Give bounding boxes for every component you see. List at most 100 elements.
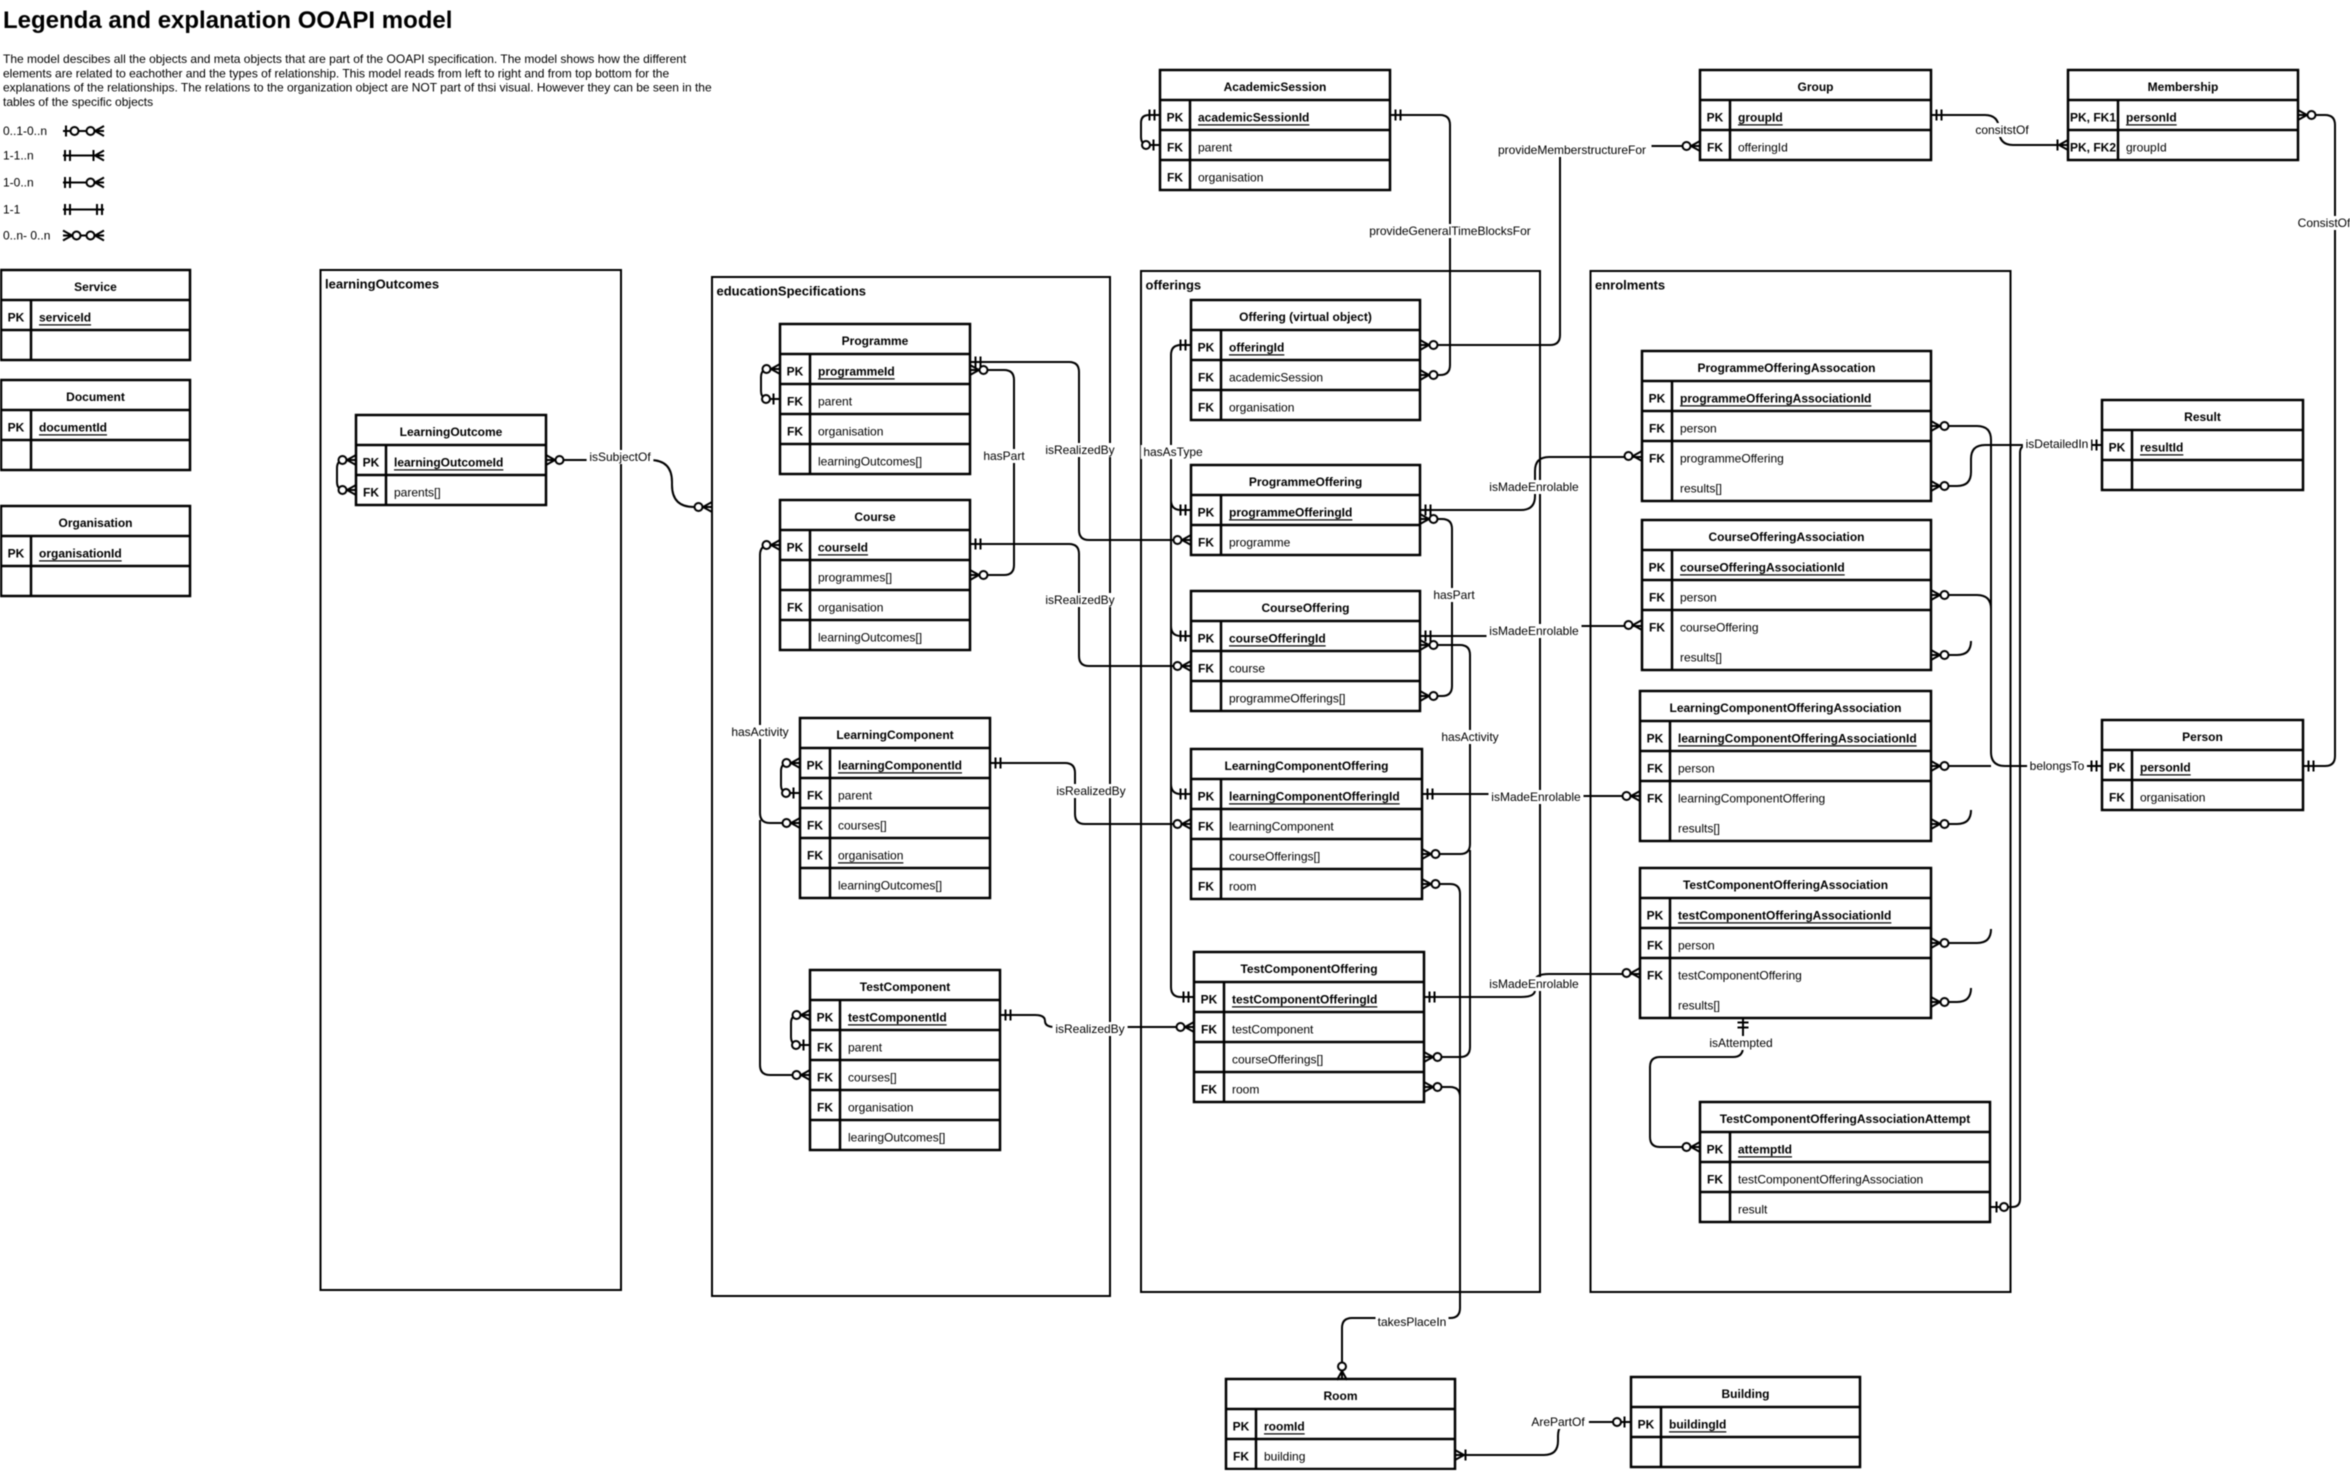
svg-text:PK: PK xyxy=(1647,908,1664,922)
svg-text:Course: Course xyxy=(854,510,896,524)
svg-text:offeringId: offeringId xyxy=(1738,140,1788,154)
svg-text:takesPlaceIn: takesPlaceIn xyxy=(1378,1315,1447,1329)
svg-text:TestComponent: TestComponent xyxy=(860,980,950,994)
svg-text:testComponentOfferingAssociati: testComponentOfferingAssociation xyxy=(1738,1172,1923,1186)
svg-text:1-0..n: 1-0..n xyxy=(3,176,34,190)
svg-text:LearningComponentOffering: LearningComponentOffering xyxy=(1225,759,1389,773)
svg-text:isRealizedBy: isRealizedBy xyxy=(1056,784,1125,798)
svg-text:explanations of the relationsh: explanations of the relationships. The r… xyxy=(3,81,712,95)
svg-text:personId: personId xyxy=(2140,760,2191,774)
svg-text:PK: PK xyxy=(787,540,804,554)
svg-text:offerings: offerings xyxy=(1146,278,1202,293)
svg-text:FK: FK xyxy=(1167,170,1183,184)
svg-text:PK: PK xyxy=(1198,505,1215,519)
svg-text:results[]: results[] xyxy=(1678,821,1720,835)
svg-text:course: course xyxy=(1229,661,1265,675)
svg-text:FK: FK xyxy=(817,1070,833,1084)
svg-text:PK: PK xyxy=(1198,631,1215,645)
svg-text:isMadeEnrolable: isMadeEnrolable xyxy=(1491,790,1581,804)
svg-text:learningComponent: learningComponent xyxy=(1229,819,1334,833)
svg-text:documentId: documentId xyxy=(39,420,107,434)
svg-text:programmeOfferingAssociationId: programmeOfferingAssociationId xyxy=(1680,391,1871,405)
svg-text:isMadeEnrolable: isMadeEnrolable xyxy=(1489,624,1579,638)
svg-text:hasActivity: hasActivity xyxy=(731,725,788,739)
svg-text:resultId: resultId xyxy=(2140,440,2183,454)
svg-text:FK: FK xyxy=(2109,790,2125,804)
svg-text:ProgrammeOffering: ProgrammeOffering xyxy=(1249,475,1362,489)
svg-text:Membership: Membership xyxy=(2148,80,2219,94)
svg-text:parent: parent xyxy=(818,394,853,408)
svg-text:FK: FK xyxy=(1198,879,1214,893)
svg-text:FK: FK xyxy=(363,485,379,499)
svg-text:isMadeEnrolable: isMadeEnrolable xyxy=(1489,977,1579,991)
svg-text:learningOutcomes[]: learningOutcomes[] xyxy=(838,878,942,892)
svg-text:testComponentId: testComponentId xyxy=(848,1010,947,1024)
svg-text:parent: parent xyxy=(848,1040,883,1054)
svg-text:courses[]: courses[] xyxy=(848,1070,897,1084)
svg-text:Legenda and explanation OOAPI: Legenda and explanation OOAPI model xyxy=(3,7,452,34)
svg-text:FK: FK xyxy=(1707,140,1723,154)
svg-text:The model descibes all the obj: The model descibes all the objects and m… xyxy=(3,52,687,66)
svg-text:provideMemberstructureFor: provideMemberstructureFor xyxy=(1498,143,1646,157)
svg-text:provideGeneralTimeBlocksFor: provideGeneralTimeBlocksFor xyxy=(1369,224,1531,238)
svg-text:results[]: results[] xyxy=(1680,650,1722,664)
svg-text:testComponent: testComponent xyxy=(1232,1022,1314,1036)
svg-text:1-1: 1-1 xyxy=(3,203,21,217)
svg-text:TestComponentOffering: TestComponentOffering xyxy=(1240,962,1377,976)
svg-text:PK: PK xyxy=(1649,391,1666,405)
svg-text:hasAsType: hasAsType xyxy=(1143,445,1203,459)
svg-text:ConsistOf: ConsistOf xyxy=(2298,216,2350,230)
svg-text:Room: Room xyxy=(1324,1389,1358,1403)
svg-text:organisation: organisation xyxy=(1198,170,1263,184)
svg-text:programme: programme xyxy=(1229,535,1291,549)
svg-text:courseOfferingAssociationId: courseOfferingAssociationId xyxy=(1680,560,1845,574)
svg-text:attemptId: attemptId xyxy=(1738,1142,1792,1156)
svg-text:room: room xyxy=(1232,1082,1259,1096)
svg-text:FK: FK xyxy=(817,1100,833,1114)
svg-text:enrolments: enrolments xyxy=(1595,278,1665,293)
svg-text:LearningOutcome: LearningOutcome xyxy=(400,425,503,439)
svg-text:Result: Result xyxy=(2184,410,2221,424)
svg-text:FK: FK xyxy=(1649,421,1665,435)
svg-text:FK: FK xyxy=(1167,140,1183,154)
svg-text:isMadeEnrolable: isMadeEnrolable xyxy=(1489,480,1579,494)
svg-text:learningOutcomes: learningOutcomes xyxy=(325,277,439,292)
svg-text:PK: PK xyxy=(1707,110,1724,124)
svg-text:result: result xyxy=(1738,1202,1768,1216)
svg-text:isDetailedIn: isDetailedIn xyxy=(2026,437,2089,451)
svg-text:hasPart: hasPart xyxy=(983,449,1025,463)
svg-text:programmeId: programmeId xyxy=(818,364,895,378)
svg-text:testComponentOfferingId: testComponentOfferingId xyxy=(1232,992,1377,1006)
svg-text:educationSpecifications: educationSpecifications xyxy=(717,284,867,299)
svg-text:courseId: courseId xyxy=(818,540,868,554)
svg-text:FK: FK xyxy=(1647,968,1663,982)
svg-text:programmeOfferingId: programmeOfferingId xyxy=(1229,505,1352,519)
svg-text:PK: PK xyxy=(1198,340,1215,354)
svg-text:FK: FK xyxy=(807,818,823,832)
svg-text:LearningComponentOfferingAssoc: LearningComponentOfferingAssociation xyxy=(1669,701,1901,715)
svg-text:FK: FK xyxy=(1201,1022,1217,1036)
svg-text:organisation: organisation xyxy=(1229,400,1294,414)
svg-text:FK: FK xyxy=(1707,1172,1723,1186)
svg-text:academicSession: academicSession xyxy=(1229,370,1323,384)
svg-text:Group: Group xyxy=(1798,80,1834,94)
svg-text:academicSessionId: academicSessionId xyxy=(1198,110,1309,124)
svg-text:FK: FK xyxy=(1198,819,1214,833)
svg-text:belongsTo: belongsTo xyxy=(2030,759,2085,773)
svg-text:Service: Service xyxy=(74,280,117,294)
svg-text:FK: FK xyxy=(1198,535,1214,549)
svg-text:courseOffering: courseOffering xyxy=(1680,620,1759,634)
svg-text:FK: FK xyxy=(1647,938,1663,952)
svg-text:Person: Person xyxy=(2182,730,2223,744)
svg-text:PK, FK1: PK, FK1 xyxy=(2070,110,2116,124)
svg-text:organisation: organisation xyxy=(838,848,903,862)
svg-text:FK: FK xyxy=(1649,620,1665,634)
svg-text:programmeOffering: programmeOffering xyxy=(1680,451,1784,465)
svg-text:FK: FK xyxy=(1647,791,1663,805)
svg-text:PK: PK xyxy=(1201,992,1218,1006)
svg-text:results[]: results[] xyxy=(1680,481,1722,495)
svg-text:courseOfferingId: courseOfferingId xyxy=(1229,631,1326,645)
svg-text:learningComponentOfferingAssoc: learningComponentOfferingAssociationId xyxy=(1678,731,1917,745)
svg-text:1-1..n: 1-1..n xyxy=(3,149,34,163)
svg-text:organisation: organisation xyxy=(818,600,883,614)
